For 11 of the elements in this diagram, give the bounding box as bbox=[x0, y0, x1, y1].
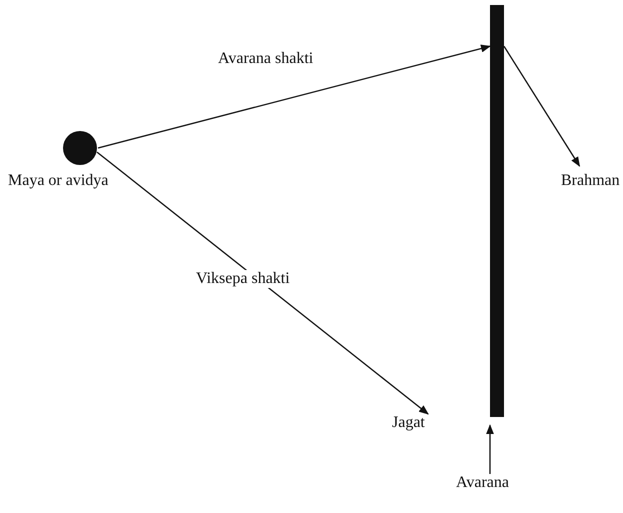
edge-label: Viksepa shakti bbox=[196, 270, 290, 288]
arrow bbox=[486, 424, 494, 474]
node-label: Avarana bbox=[456, 474, 522, 494]
arrow bbox=[96, 152, 429, 415]
node-label: Jagat bbox=[392, 414, 436, 434]
dot-node bbox=[63, 131, 97, 165]
vertical-bar bbox=[490, 5, 504, 417]
arrow bbox=[503, 46, 580, 167]
node-label: Brahman bbox=[561, 172, 623, 192]
node-caption: Maya or avidya bbox=[8, 172, 108, 190]
arrow bbox=[98, 44, 491, 149]
